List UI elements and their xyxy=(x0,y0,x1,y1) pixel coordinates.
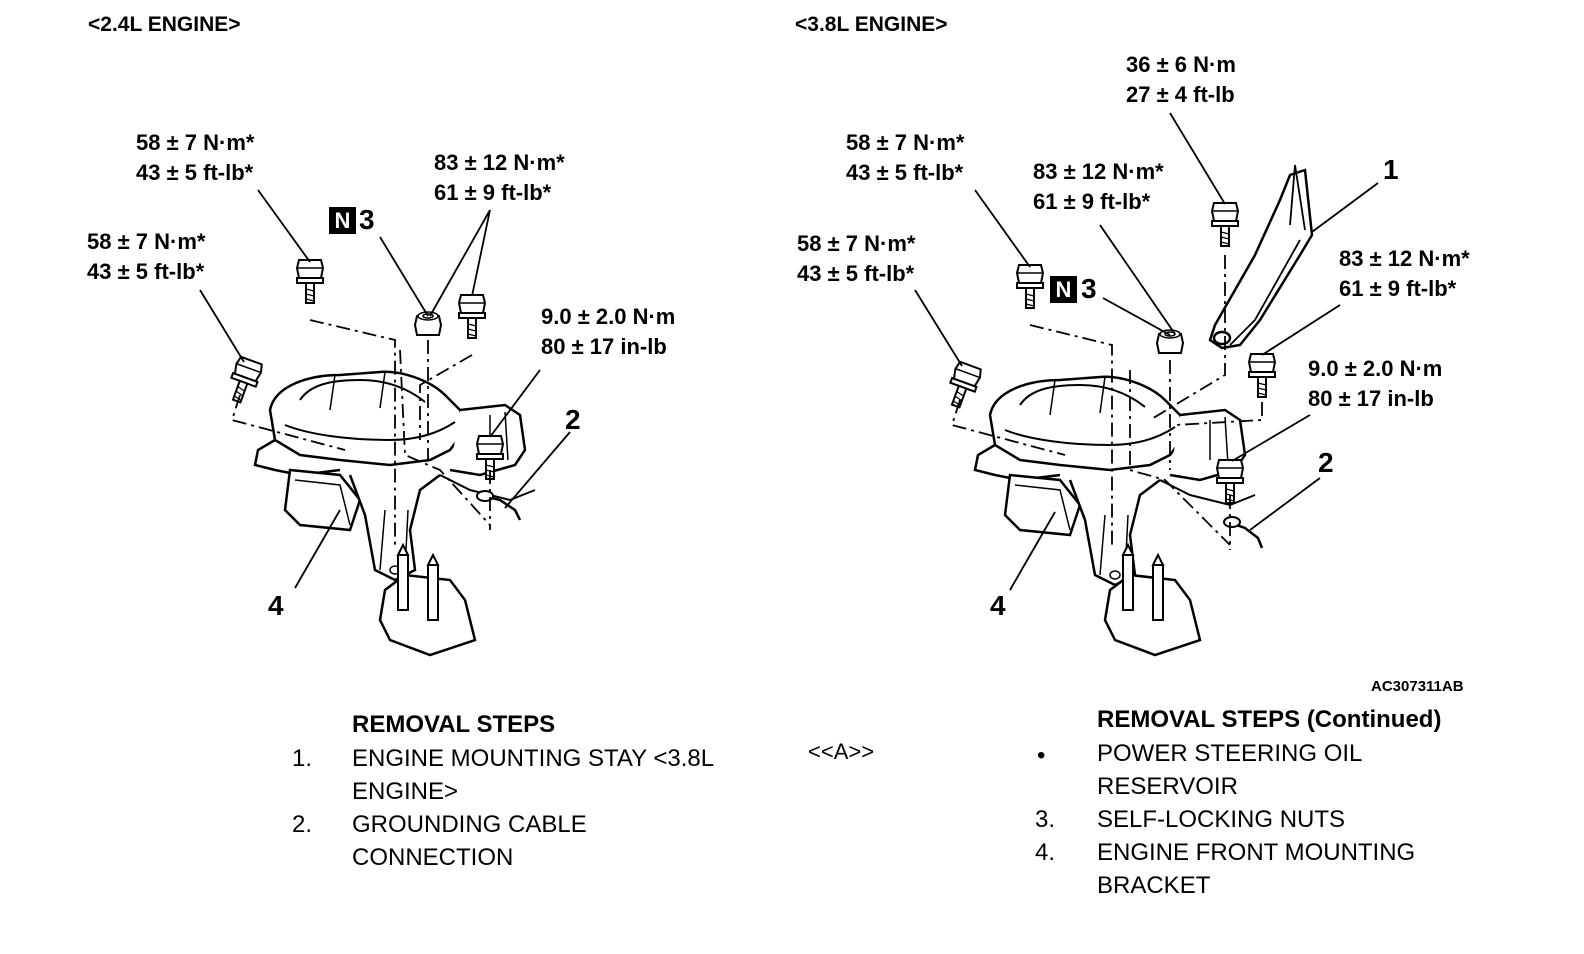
bolt-38-e xyxy=(1211,202,1239,247)
removal-step-1-num: 1. xyxy=(292,745,313,772)
torque-label-24-c: 83 ± 12 N·m* 61 ± 9 ft-lb* xyxy=(434,148,565,208)
removal-steps-continued-title: REMOVAL STEPS (Continued) xyxy=(1097,706,1442,733)
torque-metric: 83 ± 12 N·m* xyxy=(1033,159,1164,184)
torque-label-38-f: 83 ± 12 N·m* 61 ± 9 ft-lb* xyxy=(1339,244,1470,304)
callout-38-3: 3 xyxy=(1081,273,1097,304)
torque-metric: 9.0 ± 2.0 N·m xyxy=(541,304,676,329)
removal-step-2-num: 2. xyxy=(292,811,313,838)
nut-38 xyxy=(1156,329,1184,354)
torque-imperial: 61 ± 9 ft-lb* xyxy=(1339,276,1457,301)
bolt-24-b xyxy=(223,355,265,407)
torque-metric: 83 ± 12 N·m* xyxy=(434,150,565,175)
mounting-stay xyxy=(1208,168,1314,350)
engine-24-header: <2.4L ENGINE> xyxy=(88,13,241,36)
step-line: RESERVOIR xyxy=(1097,773,1238,800)
torque-imperial: 61 ± 9 ft-lb* xyxy=(1033,189,1151,214)
torque-imperial: 61 ± 9 ft-lb* xyxy=(434,180,552,205)
removal-step-4-num: 4. xyxy=(1035,839,1056,866)
torque-metric: 58 ± 7 N·m* xyxy=(136,130,255,155)
bolt-38-a xyxy=(1016,264,1044,309)
torque-label-38-a: 58 ± 7 N·m* 43 ± 5 ft-lb* xyxy=(846,128,964,188)
step-line: BRACKET xyxy=(1097,872,1211,899)
figure-code: AC307311AB xyxy=(1371,678,1464,695)
step-line: GROUNDING CABLE xyxy=(352,811,587,838)
procedure-ref: <<A>> xyxy=(808,739,875,764)
torque-label-24-d: 9.0 ± 2.0 N·m 80 ± 17 in-lb xyxy=(541,302,675,362)
step-line: CONNECTION xyxy=(352,844,514,871)
torque-label-38-d: 9.0 ± 2.0 N·m 80 ± 17 in-lb xyxy=(1308,354,1442,414)
callout-38-4: 4 xyxy=(990,590,1006,621)
removal-step-ps-text: POWER STEERING OIL RESERVOIR xyxy=(1097,737,1362,803)
step-line: POWER STEERING OIL xyxy=(1097,740,1363,767)
mount-38 xyxy=(973,375,1257,587)
torque-metric: 58 ± 7 N·m* xyxy=(87,229,206,254)
torque-metric: 36 ± 6 N·m xyxy=(1126,52,1236,77)
engine-38-header: <3.8L ENGINE> xyxy=(795,13,948,36)
callout-24-3: 3 xyxy=(359,204,375,235)
torque-metric: 58 ± 7 N·m* xyxy=(797,231,916,256)
torque-imperial: 27 ± 4 ft-lb xyxy=(1126,82,1235,107)
torque-label-24-b: 58 ± 7 N·m* 43 ± 5 ft-lb* xyxy=(87,227,205,287)
bolt-24-c xyxy=(458,294,486,339)
step-line: ENGINE FRONT MOUNTING xyxy=(1097,839,1416,866)
step-line: ENGINE> xyxy=(352,778,459,805)
callout-24-4: 4 xyxy=(268,590,284,621)
torque-imperial: 43 ± 5 ft-lb* xyxy=(846,160,964,185)
new-part-badge-24: N xyxy=(329,207,356,234)
torque-imperial: 80 ± 17 in-lb xyxy=(541,334,667,359)
torque-imperial: 43 ± 5 ft-lb* xyxy=(797,261,915,286)
bolt-38-f xyxy=(1248,353,1276,398)
torque-metric: 58 ± 7 N·m* xyxy=(846,130,965,155)
torque-label-38-c: 83 ± 12 N·m* 61 ± 9 ft-lb* xyxy=(1033,157,1164,217)
callout-38-2: 2 xyxy=(1318,447,1334,478)
bolt-38-b xyxy=(942,360,984,412)
torque-label-38-e: 36 ± 6 N·m 27 ± 4 ft-lb xyxy=(1126,50,1236,110)
new-part-badge-38: N xyxy=(1050,276,1077,303)
torque-label-38-b: 58 ± 7 N·m* 43 ± 5 ft-lb* xyxy=(797,229,915,289)
removal-step-3-num: 3. xyxy=(1035,806,1056,833)
removal-step-bullet: • xyxy=(1037,742,1046,769)
removal-step-3-text: SELF-LOCKING NUTS xyxy=(1097,806,1346,833)
removal-steps-title: REMOVAL STEPS xyxy=(352,711,556,738)
torque-imperial: 43 ± 5 ft-lb* xyxy=(136,160,254,185)
callout-24-2: 2 xyxy=(565,404,581,435)
callout-38-1: 1 xyxy=(1383,154,1399,185)
removal-step-4-text: ENGINE FRONT MOUNTING BRACKET xyxy=(1097,836,1415,902)
bolt-24-a xyxy=(296,259,324,304)
torque-imperial: 43 ± 5 ft-lb* xyxy=(87,259,205,284)
torque-label-24-a: 58 ± 7 N·m* 43 ± 5 ft-lb* xyxy=(136,128,254,188)
removal-step-2-text: GROUNDING CABLE CONNECTION xyxy=(352,808,587,874)
removal-step-1-text: ENGINE MOUNTING STAY <3.8L ENGINE> xyxy=(352,742,714,808)
step-line: ENGINE MOUNTING STAY <3.8L xyxy=(352,745,715,772)
torque-imperial: 80 ± 17 in-lb xyxy=(1308,386,1434,411)
torque-metric: 83 ± 12 N·m* xyxy=(1339,246,1470,271)
torque-metric: 9.0 ± 2.0 N·m xyxy=(1308,356,1443,381)
